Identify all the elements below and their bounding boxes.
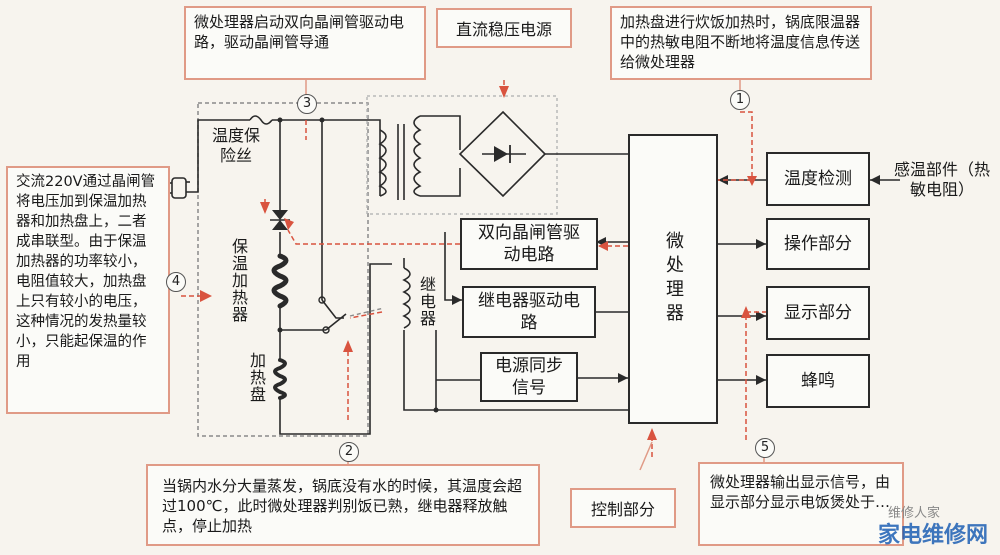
power-sync-block: 电源同步信号	[480, 352, 578, 402]
transformer-symbol	[378, 115, 422, 200]
step-marker-1: 1	[730, 90, 750, 110]
callout-boil-dry: 当锅内水分大量蒸发，锅底没有水的时候，其温度会超过100℃，此时微处理器判别饭已…	[146, 464, 540, 546]
triac-driver-block: 双向晶闸管驱动电路	[460, 218, 598, 270]
watermark-small: 维修人家	[887, 506, 940, 521]
junction-dots	[277, 117, 439, 413]
step-marker-4: 4	[166, 272, 186, 292]
callout-control-part: 控制部分	[570, 488, 676, 528]
relay-coil-symbol	[402, 267, 411, 329]
relay-contact-symbol	[318, 296, 385, 334]
operation-block: 操作部分	[766, 218, 870, 270]
bridge-rectifier-symbol	[458, 110, 547, 198]
callout-power-supply: 直流稳压电源	[436, 8, 572, 48]
heating-plate-symbol	[273, 358, 287, 400]
buzzer-block: 蜂鸣	[766, 354, 870, 408]
heater-enclosure	[197, 102, 369, 437]
callout-ac-path: 交流220V通过晶闸管将电压加到保温加热器和加热盘上，二者成串联型。由于保温加热…	[6, 166, 170, 414]
display-block: 显示部分	[766, 286, 870, 340]
power-supply-enclosure	[366, 95, 558, 215]
heating-plate-label: 加热盘	[247, 352, 266, 403]
sensor-label: 感温部件（热敏电阻）	[893, 160, 990, 199]
fuse-label: 温度保险丝	[211, 126, 260, 165]
relay-label: 继电器	[417, 276, 436, 327]
step-marker-5: 5	[755, 438, 775, 458]
callout-triac-start: 微处理器启动双向晶闸管驱动电路，驱动晶闸管导通	[184, 6, 426, 80]
fuse-symbol	[249, 115, 273, 125]
callout-display-output: 微处理器输出显示信号，由显示部分显示电饭煲处于…	[698, 462, 904, 546]
callout-temperature-sensing: 加热盘进行炊饭加热时，锅底限温器中的热敏电阻不断地将温度信息传送给微处理器	[610, 6, 872, 80]
step-marker-2: 2	[339, 442, 359, 462]
relay-driver-block: 继电器驱动电路	[462, 286, 596, 338]
keep-warm-heater-symbol	[271, 253, 289, 309]
temperature-detect-block: 温度检测	[766, 152, 870, 206]
microprocessor-block: 微处理器	[628, 134, 718, 424]
watermark-logo: 家电维修网	[877, 523, 988, 548]
step-marker-3: 3	[297, 94, 317, 114]
keep-warm-heater-label: 保温加热器	[229, 238, 248, 323]
arrowheads	[452, 175, 880, 385]
signal-arrowheads	[200, 86, 757, 440]
